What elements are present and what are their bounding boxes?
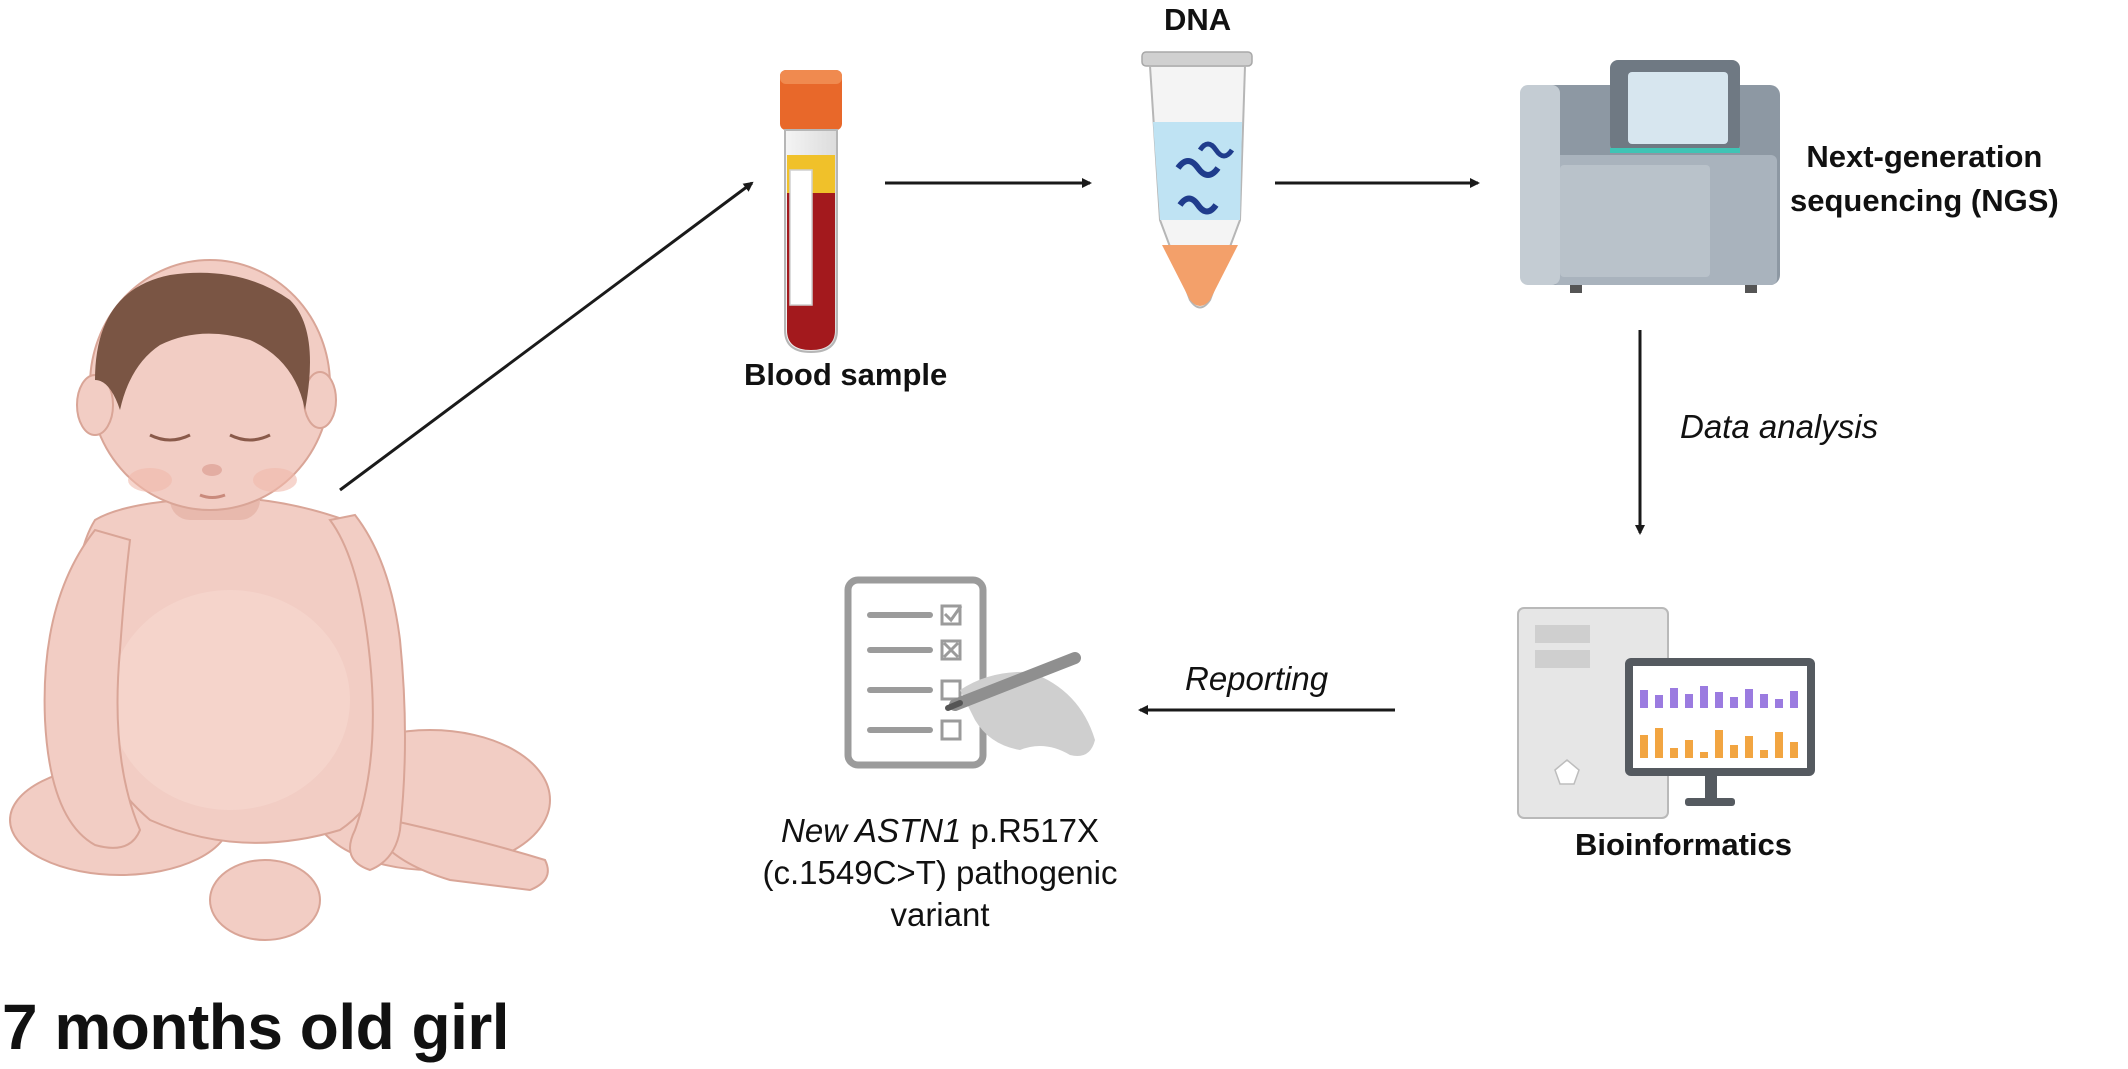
ngs-label: Next-generation sequencing (NGS) — [1790, 135, 2059, 223]
ngs-label-line1: Next-generation — [1806, 139, 2043, 174]
result-label: New ASTN1 p.R517X (c.1549C>T) pathogenic… — [740, 810, 1140, 936]
reporting-label: Reporting — [1185, 660, 1329, 697]
result-line2: (c.1549C>T) pathogenic — [762, 854, 1118, 891]
dna-tube-icon — [1141, 51, 1253, 309]
blood-tube-icon — [780, 70, 842, 354]
arrow-to-blood — [339, 181, 754, 492]
result-gene: New ASTN1 — [781, 812, 962, 849]
computer-icon — [1517, 607, 1815, 819]
baby-illustration — [9, 259, 551, 941]
data-analysis-label: Data analysis — [1680, 408, 1879, 445]
dna-label: DNA — [1164, 2, 1232, 37]
ngs-label-line2: sequencing (NGS) — [1790, 183, 2059, 218]
blood-sample-label: Blood sample — [744, 357, 948, 392]
subject-label: 7 months old girl — [2, 991, 510, 1063]
result-line1: New ASTN1 p.R517X — [740, 810, 1140, 852]
report-icon — [844, 576, 1095, 769]
result-line3: variant — [890, 896, 990, 933]
bioinformatics-label: Bioinformatics — [1575, 827, 1793, 862]
result-protein: p.R517X — [961, 812, 1099, 849]
sequencer-icon — [1520, 60, 1780, 293]
